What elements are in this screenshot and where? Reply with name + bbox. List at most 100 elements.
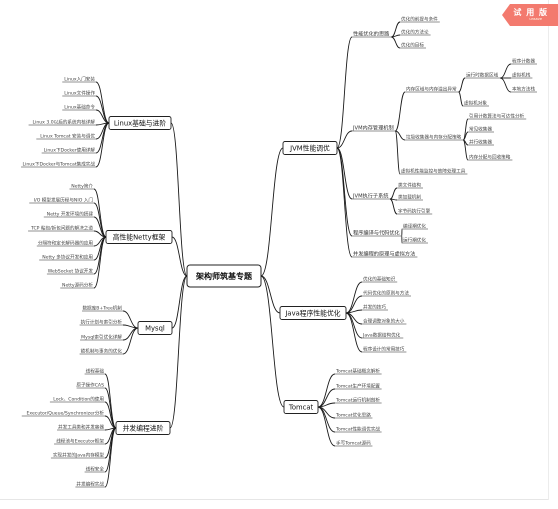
branch-3-item-3[interactable]: Linux 3.0以后的系统内核详解	[33, 119, 96, 126]
jvm-1-1-item-0[interactable]: 引用计数算法与可达性分析	[469, 113, 525, 120]
branch-6-item-5[interactable]: 线程池与Executor框架	[56, 438, 104, 445]
branch-2-item-2[interactable]: Tomcat运行机制剖析	[335, 397, 380, 404]
jvm-1-item-0[interactable]: 内存区域与内存溢出异常	[406, 86, 457, 93]
edge-root-to-branch-4	[171, 236, 188, 277]
branch-1-item-0[interactable]: 优化的基础知识	[363, 276, 396, 283]
branch-6-item-4[interactable]: 并发工具类和并发容器	[58, 424, 104, 431]
edge-jvm-3	[336, 147, 353, 237]
branch-2-item-1[interactable]: Tomcat生产环境配置	[335, 383, 380, 390]
jvm-0-item-1[interactable]: 优化的方法论	[401, 29, 429, 36]
branch-2-item-0[interactable]: Tomcat基础概念解析	[335, 368, 380, 375]
branch-6-item-1[interactable]: 原子操作CAS	[76, 382, 104, 389]
branch-1-item-3[interactable]: 合理调整对象的大小	[363, 318, 405, 325]
branch-3-item-1[interactable]: Linux文件操作	[64, 90, 95, 97]
edge-jvm-1-0-0-0	[500, 63, 512, 79]
branch-2-item-4[interactable]: Tomcat性能调优实战	[335, 426, 380, 433]
root-label: 架构师筑基专题	[195, 271, 253, 281]
branch-1-item-2[interactable]: 并发的技巧	[363, 304, 386, 311]
jvm-1-0-0-item-0[interactable]: 程序计数器	[512, 58, 535, 65]
branch-4-item-2[interactable]: Netty 开发环境的搭建	[47, 211, 94, 218]
jvm-1-item-2[interactable]: 虚拟机性能监控与故障处理工具	[401, 168, 466, 175]
edge-branch-5-item-2	[122, 327, 139, 341]
edge-branch-6-item-0	[104, 373, 117, 429]
branch-3-item-0[interactable]: Linux入门安装	[64, 76, 95, 83]
branch-2-item-3[interactable]: Tomcat优化思路	[335, 412, 371, 419]
branch-node-3-label: Linux基础与进阶	[114, 118, 167, 127]
edge-jvm-2-0	[389, 187, 398, 200]
edge-jvm-1-1	[395, 130, 406, 141]
edge-branch-6-item-8	[104, 427, 117, 488]
branch-5-item-2[interactable]: Mysql索引优化详解	[81, 334, 122, 341]
jvm-0-item-0[interactable]: 优化的前提与条件	[401, 16, 438, 23]
edge-jvm-0	[336, 36, 353, 149]
jvm-1-0-item-1[interactable]: 虚拟机对象	[464, 100, 487, 107]
edge-jvm-1-0-0-2	[500, 77, 512, 93]
branch-1-item-5[interactable]: 程序设计的常用技巧	[363, 346, 405, 353]
jvm-0-item-2[interactable]: 优化的目标	[401, 42, 424, 49]
jvm-topic-3[interactable]: 程序编译与代码优化	[353, 229, 400, 237]
edge-root-to-branch-5	[171, 275, 188, 329]
jvm-1-1-item-1[interactable]: 常见收集器	[469, 126, 492, 133]
jvm-1-1-item-2[interactable]: 并行收集器	[469, 139, 492, 146]
branch-6-item-2[interactable]: Lock、Condition的使用	[53, 396, 104, 403]
jvm-2-item-1[interactable]: 类加载机制	[398, 194, 421, 201]
branch-5-item-0[interactable]: 数据库B+Tree机制	[82, 305, 122, 312]
edge-jvm-1	[336, 130, 353, 149]
branch-6-item-3[interactable]: Executor/Queue/Synchronizer分析	[26, 410, 104, 417]
branch-3-item-2[interactable]: Linux基础命令	[64, 104, 95, 111]
jvm-1-0-0-item-2[interactable]: 本地方法栈	[512, 86, 535, 93]
jvm-topic-1[interactable]: JVM内存管理机制	[352, 124, 394, 132]
branch-node-5-label: Mysql	[145, 324, 165, 332]
branch-2-item-5[interactable]: 手写Tomcat源码	[336, 440, 371, 447]
jvm-3-item-0[interactable]: 编译期优化	[403, 223, 426, 230]
branch-4-item-4[interactable]: 分隔符和定长解码器的应用	[38, 240, 94, 247]
branch-3-item-4[interactable]: Linux Tomcat 安装与调优	[40, 133, 95, 140]
branch-6-item-6[interactable]: 实现并发的Java内存模型	[53, 452, 104, 459]
jvm-2-item-0[interactable]: 类文件结构	[398, 182, 421, 189]
branch-6-item-7[interactable]: 线程安全	[86, 466, 105, 473]
edge-branch-2-item-5	[317, 406, 336, 447]
branch-4-item-3[interactable]: TCP 粘包/拆包问题的解决之道	[30, 225, 93, 232]
branch-6-item-8[interactable]: 并发编程实战	[76, 481, 104, 488]
edge-branch-1-item-0	[345, 281, 363, 314]
branch-5-item-1[interactable]: 执行计划与索引分析	[81, 319, 123, 326]
jvm-3-item-1[interactable]: 运行期优化	[403, 237, 426, 244]
jvm-topic-4[interactable]: 并发编程的原理与虚拟方法	[353, 250, 415, 258]
edge-branch-5-item-3	[122, 327, 139, 355]
jvm-topic-0[interactable]: 性能优化的思路	[353, 30, 390, 38]
edge-jvm-2-2	[389, 198, 398, 215]
branch-1-item-4[interactable]: Java数据结构优化	[362, 332, 401, 339]
branch-5-item-3[interactable]: 锁机制与事务的优化	[81, 348, 123, 355]
jvm-1-0-item-0[interactable]: 运行时数据区域	[466, 72, 499, 79]
jvm-2-item-2[interactable]: 字节码执行引擎	[398, 208, 431, 215]
edge-jvm-1-0	[394, 91, 406, 132]
edge-branch-4-item-6	[93, 236, 107, 275]
edge-branch-4-item-0	[93, 188, 107, 238]
jvm-topic-2[interactable]: JVM执行子系统	[352, 192, 389, 200]
edge-branch-6-item-7	[104, 427, 117, 473]
edge-jvm-1-0-1	[458, 91, 464, 107]
edge-root-to-branch-2	[260, 275, 285, 408]
branch-4-item-5[interactable]: Netty 多协议开发和应用	[42, 254, 93, 261]
edge-root-to-branch-6	[169, 275, 188, 429]
branch-node-6-label: 并发编程进阶	[123, 423, 164, 432]
edge-jvm-1-1-3	[462, 139, 469, 161]
branch-3-item-6[interactable]: Linux下Docker与Tomcat集成实战	[23, 161, 96, 168]
edge-jvm-1-0-0	[458, 77, 466, 93]
branch-4-item-1[interactable]: I/O 模型发展历程与NIO 入门	[34, 197, 94, 204]
edge-jvm-0-2	[391, 36, 401, 49]
trial-badge-label: 试 用 版	[513, 8, 548, 17]
branch-4-item-7[interactable]: Netty源码分析	[62, 282, 93, 289]
jvm-1-0-0-item-1[interactable]: 虚拟机栈	[512, 72, 531, 79]
edge-root-to-branch-0	[260, 147, 284, 277]
edge-jvm-1-2	[394, 130, 401, 175]
branch-4-item-6[interactable]: WebSocket 协议开发	[48, 268, 94, 275]
branch-4-item-0[interactable]: Netty简介	[71, 183, 93, 190]
branch-1-item-1[interactable]: 代码优化的原则与方法	[363, 290, 409, 297]
jvm-1-1-item-3[interactable]: 内存分配与回收策略	[469, 154, 511, 161]
edge-branch-1-item-5	[345, 312, 363, 353]
branch-3-item-5[interactable]: Linux下Docker使用详解	[44, 147, 96, 154]
branch-6-item-0[interactable]: 线程基础	[86, 368, 105, 375]
jvm-1-item-1[interactable]: 垃圾收集器与内存分配策略	[406, 134, 462, 141]
